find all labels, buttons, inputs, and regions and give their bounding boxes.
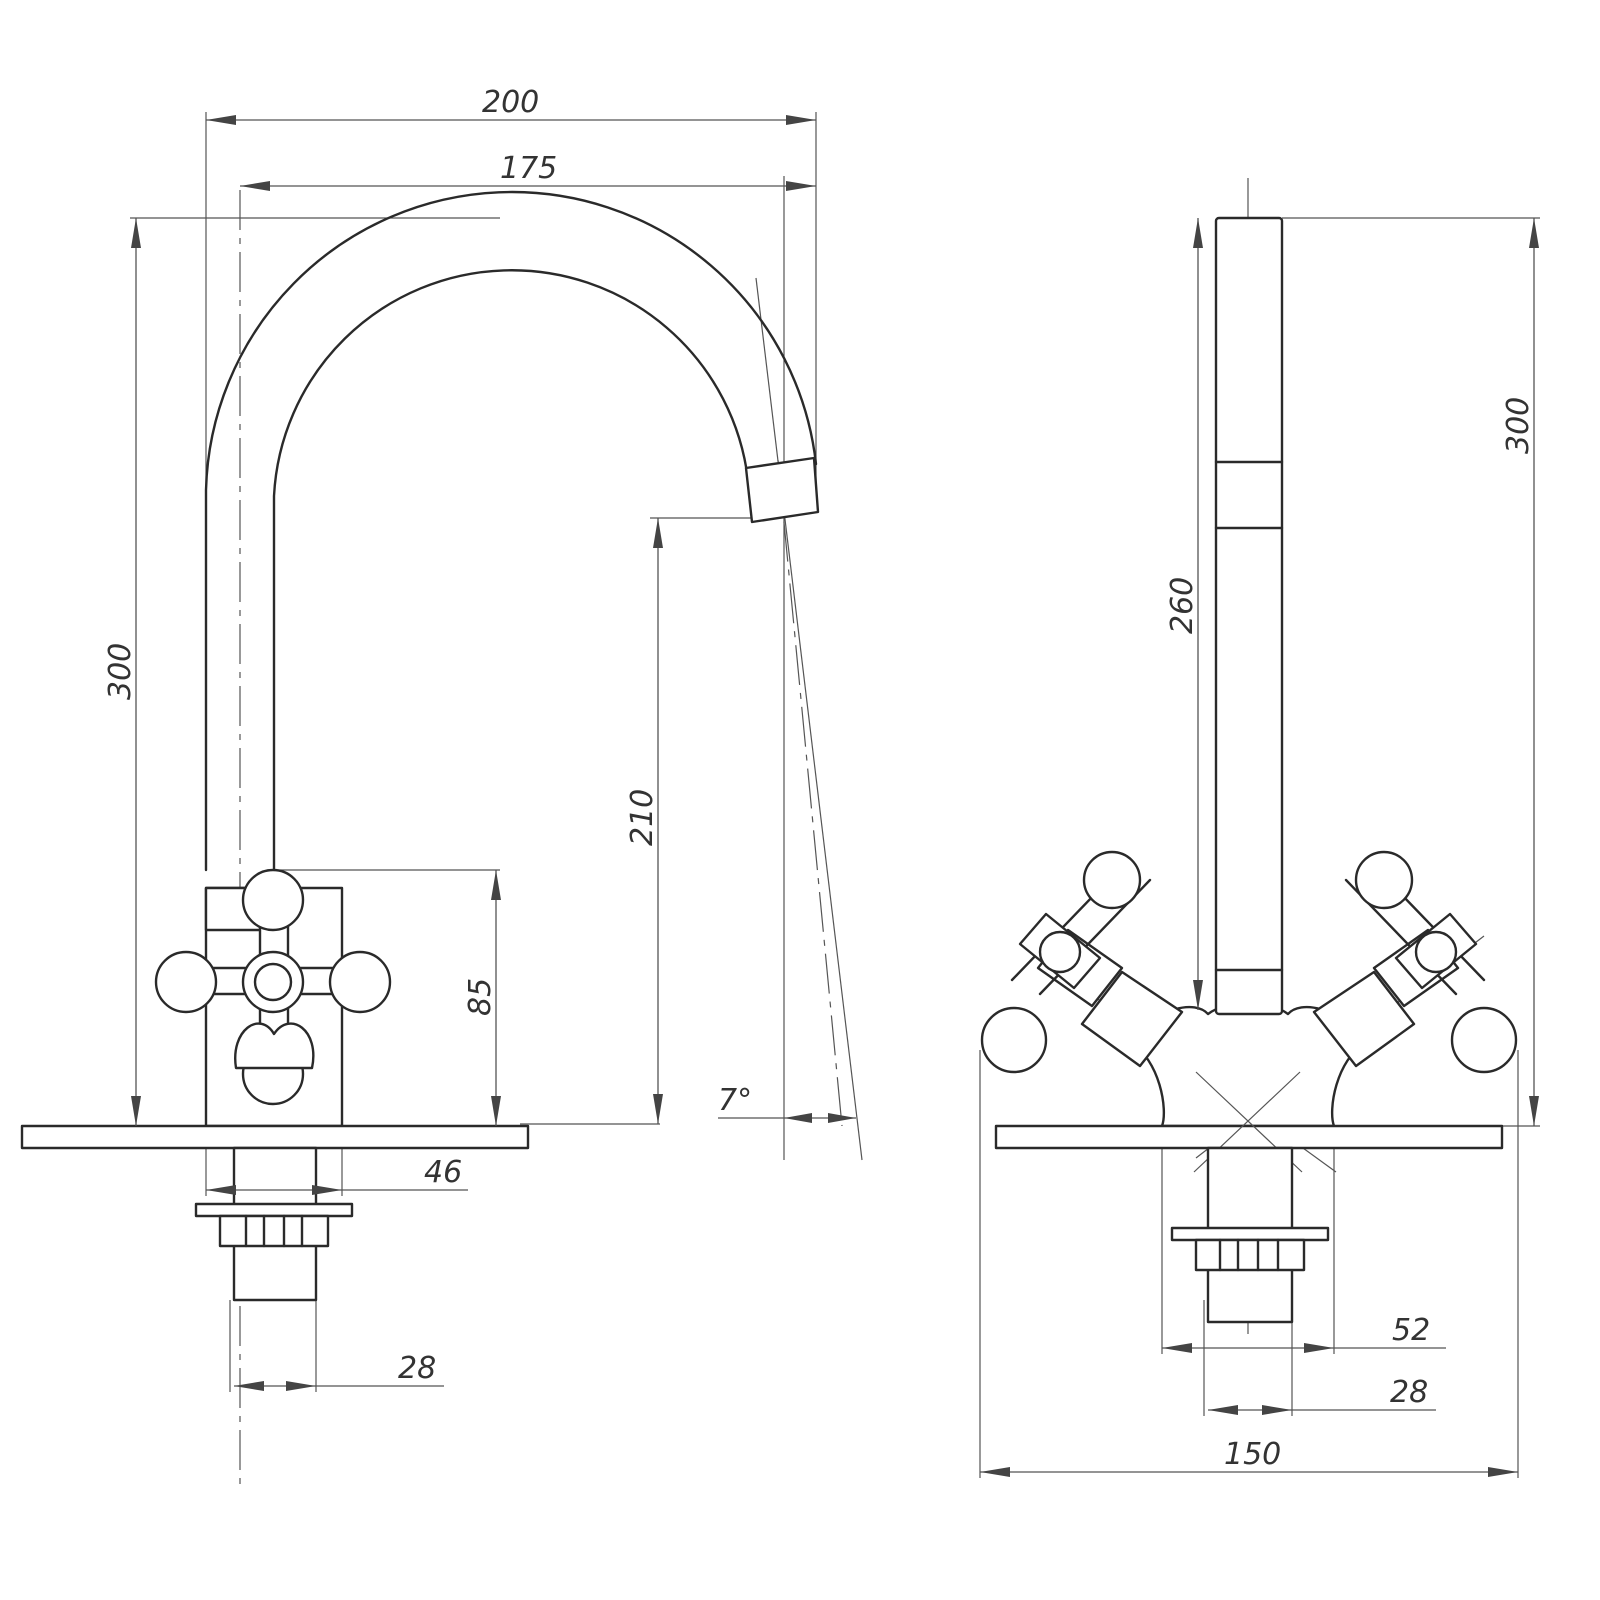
dim-side-300-label: 300 <box>103 643 138 700</box>
side-extension-lines <box>130 112 863 1392</box>
dim-side-175-label: 175 <box>500 151 557 186</box>
front-base-plate <box>994 1124 1504 1150</box>
front-mounting-nut <box>1194 1238 1306 1272</box>
dim-front-300: 300 <box>1501 218 1539 1126</box>
spout <box>204 190 818 872</box>
left-valve <box>980 850 1184 1074</box>
dim-front-28: 28 <box>1208 1375 1436 1415</box>
dim-front-150-label: 150 <box>1224 1437 1281 1472</box>
dim-side-46-label: 46 <box>424 1155 462 1190</box>
dim-front-260: 260 <box>1165 218 1203 1010</box>
dim-front-28-label: 28 <box>1390 1375 1428 1410</box>
right-valve <box>1312 850 1518 1074</box>
dim-front-52-label: 52 <box>1392 1313 1430 1348</box>
front-mounting-washer <box>1170 1226 1330 1242</box>
dim-side-200-label: 200 <box>482 85 539 120</box>
dim-side-angle-label: 7° <box>718 1083 752 1118</box>
dim-side-28: 28 <box>234 1351 444 1391</box>
dim-front-300-label: 300 <box>1501 397 1536 454</box>
dim-front-52: 52 <box>1162 1313 1446 1353</box>
dim-side-175: 175 <box>240 151 816 191</box>
dim-side-210-label: 210 <box>625 789 660 846</box>
mounting-washer <box>194 1202 354 1218</box>
dim-side-210: 210 <box>625 518 663 1124</box>
mounting-nut <box>218 1214 330 1248</box>
front-view: 300 260 52 28 150 <box>979 178 1540 1478</box>
dim-side-angle: 7° <box>718 1083 856 1123</box>
dim-side-85: 85 <box>463 870 501 1126</box>
dim-side-28-label: 28 <box>398 1351 436 1386</box>
cross-handle <box>154 868 392 1106</box>
side-view: 200 175 300 210 85 <box>20 85 863 1490</box>
spout-inner <box>272 269 750 872</box>
spout-outlet <box>744 456 820 524</box>
dim-side-300: 300 <box>103 218 141 1126</box>
dim-side-46: 46 <box>206 1155 468 1195</box>
front-column <box>1214 216 1284 1016</box>
dim-front-260-label: 260 <box>1165 577 1200 634</box>
base-plate <box>20 1124 530 1150</box>
dim-side-85-label: 85 <box>463 978 498 1016</box>
dim-front-150: 150 <box>980 1437 1518 1477</box>
dim-side-200: 200 <box>206 85 816 125</box>
